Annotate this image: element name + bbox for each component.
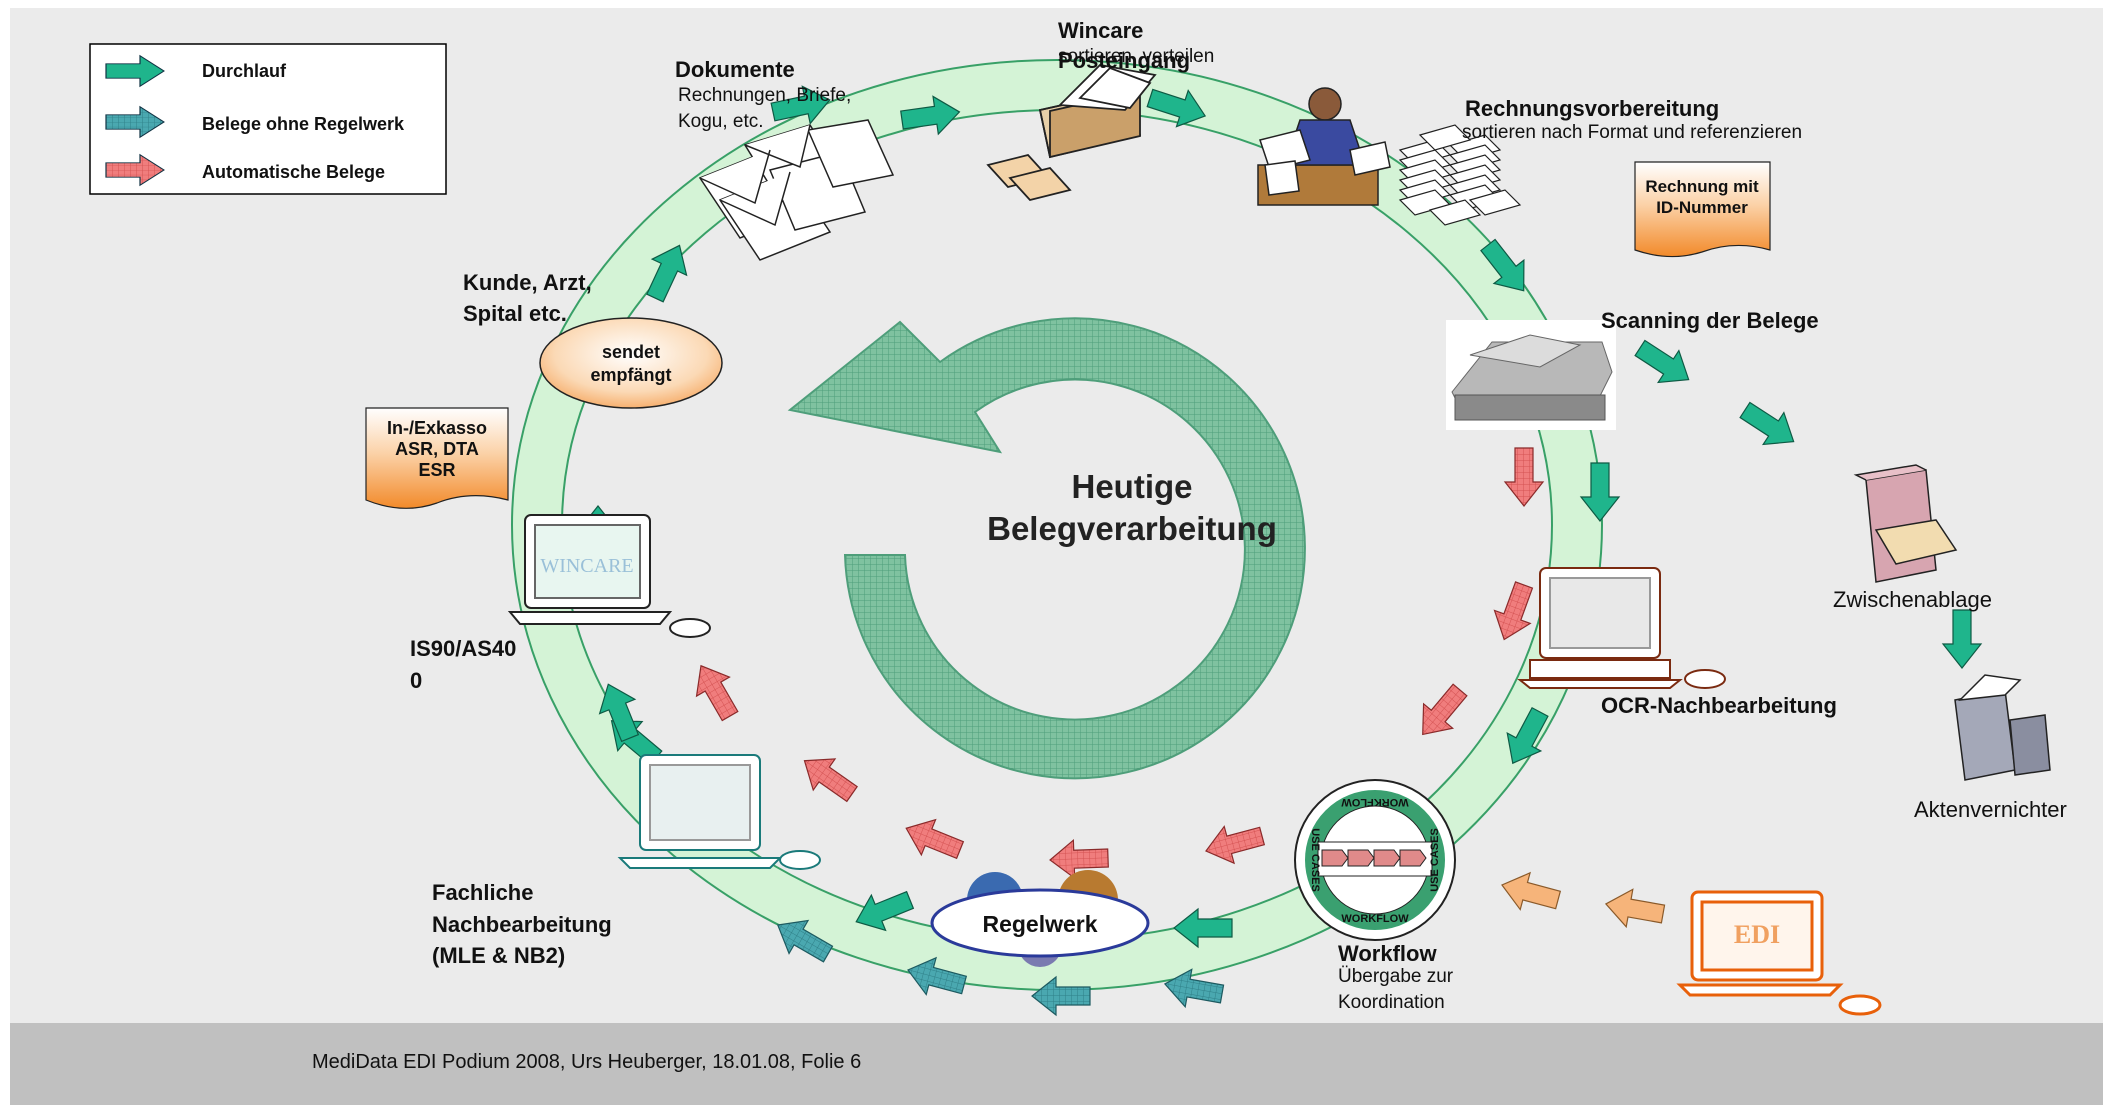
- sendet-line2: empfängt: [591, 365, 672, 385]
- regelwerk-gears-icon: [930, 870, 1150, 967]
- dokumente-sub2: Kogu, etc.: [678, 111, 764, 132]
- wincare-title2: Posteingang: [1058, 48, 1190, 73]
- document-id-icon: Rechnung mit ID-Nummer: [1634, 161, 1771, 258]
- flow-arrows-orange: [1496, 866, 1667, 934]
- cycle-arrow-icon: [787, 317, 1306, 780]
- fachliche-line3: (MLE & NB2): [432, 943, 565, 968]
- workflow-ring-top: WORKFLOW: [1341, 796, 1409, 808]
- legend: Durchlauf Belege ohne Regelwerk Automati…: [89, 43, 447, 195]
- arrow-automatisch: [1200, 817, 1268, 870]
- paper-stacks-icon: [1398, 124, 1522, 226]
- dokumente-title: Dokumente: [675, 57, 795, 82]
- inexkasso-line3: ESR: [418, 460, 455, 480]
- inexkasso-document-icon: In-/Exkasso ASR, DTA ESR: [365, 407, 509, 509]
- workflow-use-cases-icon: WORKFLOW WORKFLOW USE CASES USE CASES: [1294, 779, 1456, 941]
- kunde-line2: Spital etc.: [463, 301, 567, 326]
- shredder-icon: [1954, 674, 2051, 781]
- envelopes-icon: [698, 119, 895, 261]
- scanner-icon: [1446, 320, 1616, 430]
- arrow-automatisch: [683, 655, 748, 727]
- rechnung-id-line2: ID-Nummer: [1656, 198, 1748, 217]
- edi-computer-icon: [1676, 890, 1882, 1016]
- rechnung-id-line1: Rechnung mit: [1645, 177, 1759, 196]
- is90-line1: IS90/AS40: [410, 636, 516, 661]
- inexkasso-line1: In-/Exkasso: [387, 418, 487, 438]
- dokumente-sub1: Rechnungen, Briefe,: [678, 85, 851, 106]
- arrow-edi: [1601, 884, 1667, 934]
- legend-label-durchlauf: Durchlauf: [202, 61, 287, 81]
- rechnungsvorbereitung-title: Rechnungsvorbereitung: [1465, 96, 1719, 121]
- inexkasso-line2: ASR, DTA: [395, 439, 479, 459]
- workflow-ring-left: USE CASES: [1309, 828, 1321, 892]
- legend-label-automatische-belege: Automatische Belege: [202, 162, 385, 182]
- workflow-ring-bottom: WORKFLOW: [1341, 913, 1409, 925]
- wincare-sub: sortieren, verteilen: [1058, 46, 1214, 67]
- busy-clerk-icon: [1257, 87, 1391, 206]
- rechnungsvorbereitung-sub: sortieren nach Format und referenzieren: [1462, 122, 1802, 143]
- regelwerk-label: Regelwerk: [982, 911, 1097, 937]
- scanning-title: Scanning der Belege: [1601, 308, 1819, 333]
- legend-label-belege-ohne-regelwerk: Belege ohne Regelwerk: [202, 114, 405, 134]
- kunde-line1: Kunde, Arzt,: [463, 270, 592, 295]
- workflow-sub2: Koordination: [1338, 992, 1445, 1013]
- mailbox-icon: [986, 64, 1157, 202]
- is90-line2: 0: [410, 668, 422, 693]
- arrow-edi: [1496, 866, 1564, 919]
- center-title-line2: Belegverarbeitung: [987, 510, 1277, 547]
- sendet-empfaengt-oval: sendet empfängt: [539, 317, 723, 409]
- arrow-durchlauf: [1629, 331, 1700, 397]
- sendet-line1: sendet: [602, 342, 660, 362]
- workflow-ring-right: USE CASES: [1429, 828, 1441, 892]
- footer-text: MediData EDI Podium 2008, Urs Heuberger,…: [312, 1051, 861, 1073]
- file-cabinet-icon: [1853, 464, 1958, 583]
- arrow-durchlauf: [1734, 393, 1805, 459]
- zwischenablage-title: Zwischenablage: [1833, 587, 1992, 612]
- arrow-durchlauf: [1942, 609, 1982, 669]
- fachliche-computer-icon: [617, 754, 821, 870]
- ocr-computer-icon: [1517, 567, 1726, 689]
- workflow-title: Workflow: [1338, 941, 1437, 966]
- center-title-line1: Heutige: [1071, 468, 1192, 505]
- fachliche-line1: Fachliche: [432, 880, 533, 905]
- arrow-automatisch: [1407, 677, 1476, 748]
- is90-computer-icon: [507, 514, 711, 638]
- arrow-automatisch: [792, 744, 864, 811]
- is90-screen-text: WINCARE: [540, 555, 633, 577]
- arrow-automatisch: [1504, 447, 1544, 507]
- fachliche-line2: Nachbearbeitung: [432, 912, 612, 937]
- ocr-title: OCR-Nachbearbeitung: [1601, 693, 1837, 718]
- edi-label: EDI: [1734, 920, 1780, 949]
- arrow-automatisch: [898, 810, 968, 869]
- wincare-title: Wincare: [1058, 18, 1143, 43]
- footer-bar: [10, 1023, 2103, 1105]
- workflow-sub1: Übergabe zur: [1338, 966, 1454, 987]
- aktenvernichter-title: Aktenvernichter: [1914, 797, 2067, 822]
